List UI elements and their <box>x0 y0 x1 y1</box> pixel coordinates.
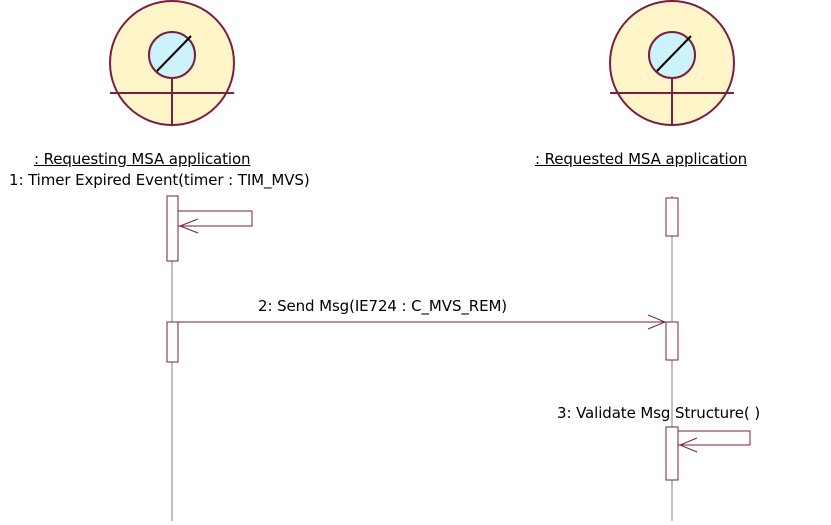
activation-bar <box>166 195 179 262</box>
message-label-1: 1: Timer Expired Event(timer : TIM_MVS) <box>9 171 310 189</box>
participant-icon-requested <box>609 0 735 126</box>
message-arrow-3 <box>678 430 751 453</box>
activation-bar <box>665 426 679 481</box>
activation-bar <box>665 197 679 237</box>
participant-label-requesting: : Requesting MSA application <box>34 150 251 168</box>
message-label-3: 3: Validate Msg Structure( ) <box>557 404 761 422</box>
activation-bar <box>665 321 679 361</box>
participant-icon-requesting <box>109 0 235 126</box>
activation-bar <box>166 321 179 363</box>
message-arrow-2 <box>178 314 667 330</box>
message-label-2: 2: Send Msg(IE724 : C_MVS_REM) <box>258 297 508 315</box>
participant-label-requested: : Requested MSA application <box>535 150 748 168</box>
message-arrow-1 <box>178 210 253 234</box>
